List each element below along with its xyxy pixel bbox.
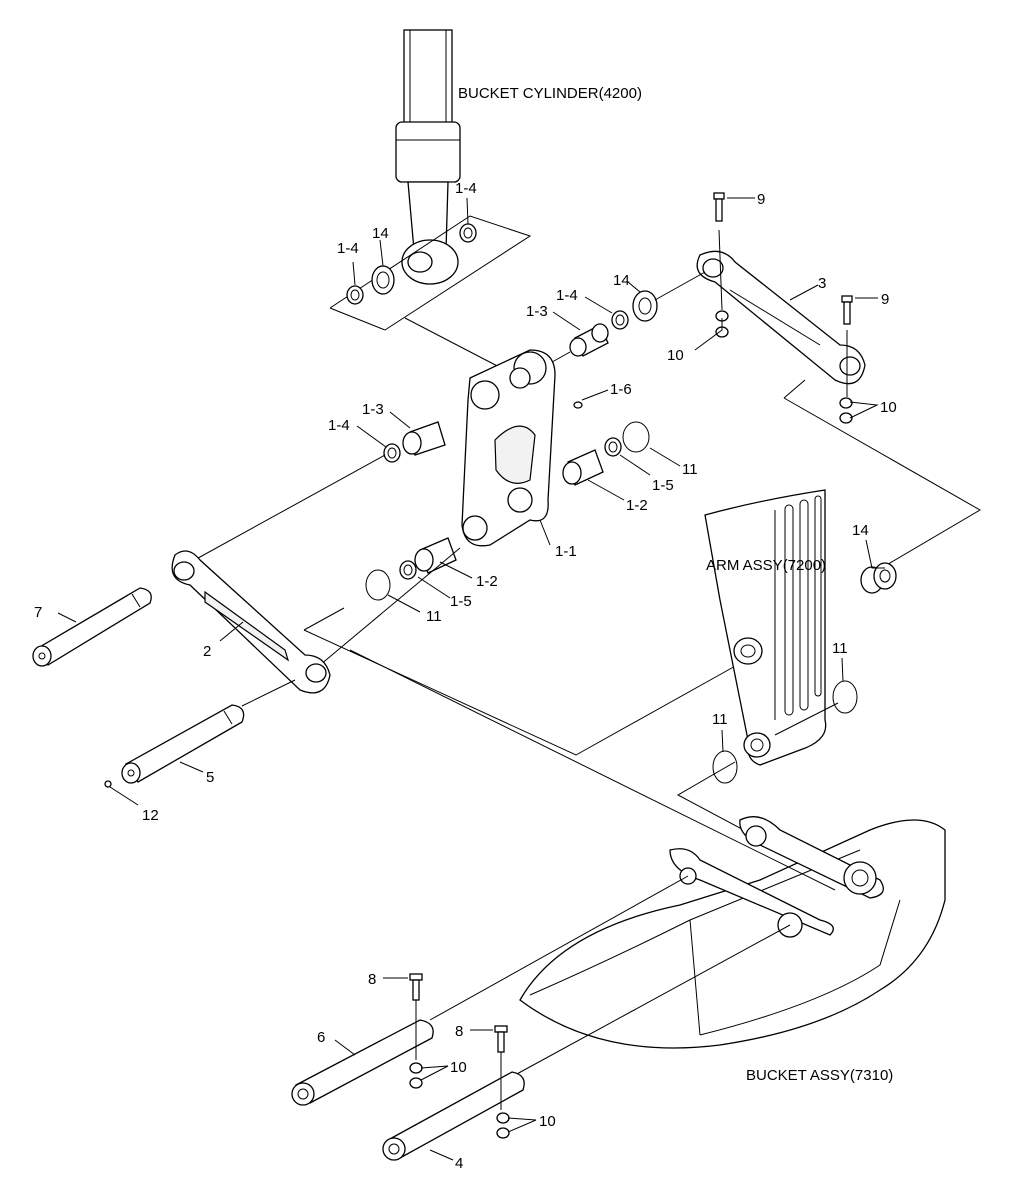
nuts-10-upper — [715, 310, 853, 424]
label-arm-assy: ARM ASSY(7200) — [706, 557, 826, 574]
callout-12: 12 — [142, 807, 159, 824]
callout-numbers: 1-4 14 1-4 9 14 1-4 1-3 3 9 10 1-6 10 1-… — [34, 180, 897, 1172]
assembly-labels: BUCKET CYLINDER(4200) ARM ASSY(7200) BUC… — [458, 85, 893, 1084]
callout-9: 9 — [881, 291, 889, 308]
pin-4 — [382, 1071, 525, 1161]
callout-2: 2 — [203, 643, 211, 660]
callout-14: 14 — [372, 225, 389, 242]
callout-14: 14 — [852, 522, 869, 539]
callout-3: 3 — [818, 275, 826, 292]
pin-5 — [104, 704, 245, 788]
callout-7: 7 — [34, 604, 42, 621]
callout-1-2: 1-2 — [626, 497, 648, 514]
callout-1-4: 1-4 — [455, 180, 477, 197]
callout-1-1: 1-1 — [555, 543, 577, 560]
callout-8: 8 — [368, 971, 376, 988]
callout-11: 11 — [426, 608, 442, 625]
callout-1-5: 1-5 — [450, 593, 472, 610]
callout-8: 8 — [455, 1023, 463, 1040]
callout-10: 10 — [539, 1113, 556, 1130]
arm-assembly — [704, 489, 827, 766]
callout-1-4: 1-4 — [556, 287, 578, 304]
callout-4: 4 — [455, 1155, 463, 1172]
bucket-assembly — [519, 816, 946, 1049]
callout-9: 9 — [757, 191, 765, 208]
callout-1-4: 1-4 — [328, 417, 350, 434]
link-1-1 — [461, 349, 583, 547]
upper-pin-parts — [569, 290, 658, 357]
callout-1-3: 1-3 — [362, 401, 384, 418]
callout-1-5: 1-5 — [652, 477, 674, 494]
lower-bushings — [365, 537, 457, 601]
label-bucket-assy: BUCKET ASSY(7310) — [746, 1067, 893, 1084]
link-2 — [171, 550, 331, 694]
callout-6: 6 — [317, 1029, 325, 1046]
bucket-cylinder — [395, 29, 461, 285]
left-bushings — [383, 421, 446, 463]
right-bushings — [562, 421, 650, 486]
link-3 — [696, 250, 866, 385]
callout-1-3: 1-3 — [526, 303, 548, 320]
callout-11: 11 — [682, 461, 698, 478]
label-bucket-cylinder: BUCKET CYLINDER(4200) — [458, 85, 642, 102]
callout-10: 10 — [450, 1059, 467, 1076]
callout-11: 11 — [712, 711, 728, 728]
cylinder-washers — [346, 223, 477, 305]
oring-11-right — [832, 680, 858, 714]
bolts-9 — [713, 192, 853, 325]
pin-7 — [32, 587, 152, 667]
callout-14: 14 — [613, 272, 630, 289]
bolts-8-nuts-10 — [409, 973, 510, 1139]
callout-10: 10 — [880, 399, 897, 416]
callout-1-4: 1-4 — [337, 240, 359, 257]
callout-1-6: 1-6 — [610, 381, 632, 398]
callout-11: 11 — [832, 640, 848, 657]
leader-lines — [57, 197, 885, 1161]
callout-10: 10 — [667, 347, 684, 364]
oring-11-lower — [712, 750, 738, 784]
callout-5: 5 — [206, 769, 214, 786]
pin-6 — [291, 1019, 434, 1106]
callout-1-2: 1-2 — [476, 573, 498, 590]
